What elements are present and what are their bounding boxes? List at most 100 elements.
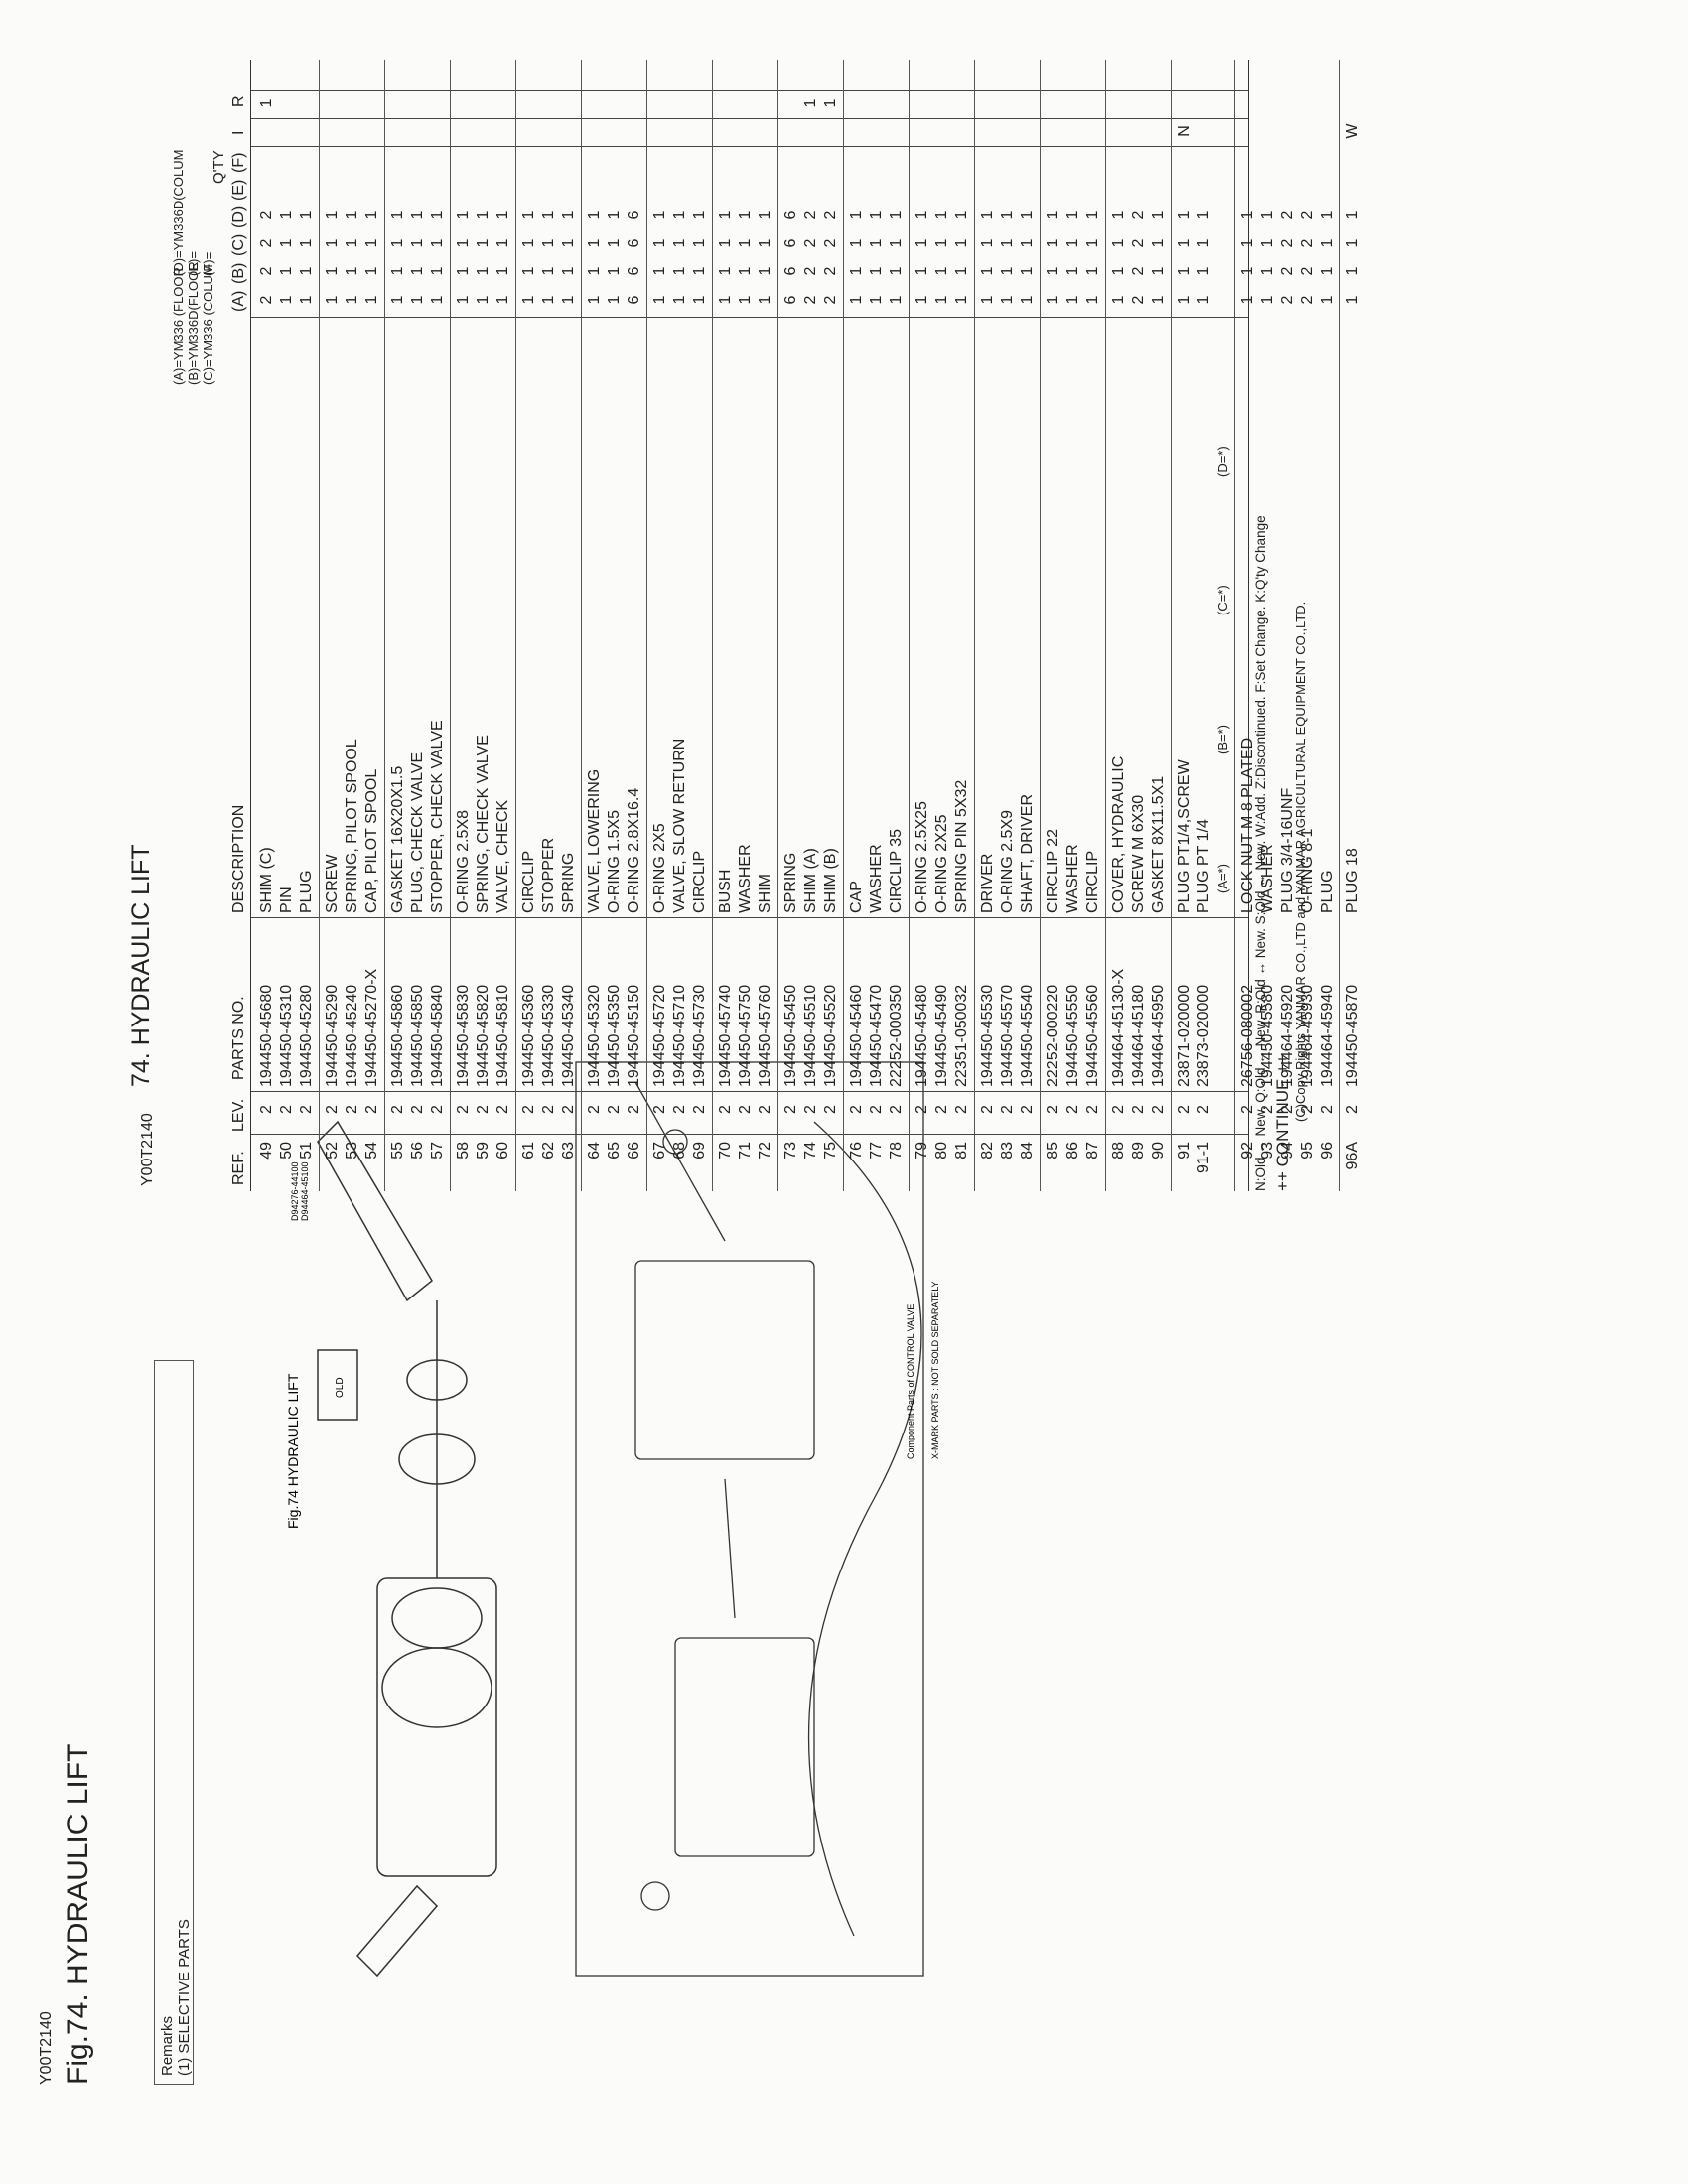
cell-b: 2 [822, 266, 839, 276]
subnote-a: (A=*) [1215, 864, 1230, 893]
cell-a: 1 [999, 295, 1016, 305]
group-separator [581, 60, 582, 1191]
cell-c: 1 [914, 238, 930, 248]
cell-part: 23873-020000 [1196, 984, 1212, 1087]
cell-a: 1 [1196, 295, 1212, 305]
cell-d: 1 [409, 210, 426, 220]
cell-d: 1 [691, 210, 708, 220]
cell-part: 194450-45150 [626, 984, 642, 1087]
cell-part: 194450-45310 [278, 984, 295, 1087]
cell-d: 1 [344, 210, 360, 220]
cell-lev: 2 [409, 1105, 426, 1114]
cell-a: 1 [1176, 295, 1193, 305]
cell-desc: PLUG, CHECK VALVE [409, 751, 426, 913]
cell-a: 1 [494, 295, 511, 305]
cell-part: 194464-45940 [1319, 984, 1336, 1087]
cell-part: 194450-45330 [540, 984, 557, 1087]
cell-c: 1 [1239, 238, 1256, 248]
cell-lev: 2 [1110, 1105, 1127, 1114]
model-legend-left: (A)=YM336 (FLOOR (B)=YM336D(FLOOR (C)=YM… [171, 261, 215, 385]
cell-c: 1 [757, 238, 774, 248]
cell-part: 194450-45560 [1084, 984, 1101, 1087]
cell-ref: 58 [455, 1142, 472, 1160]
subnote-b: (B=*) [1215, 725, 1230, 754]
cell-d: 1 [520, 210, 537, 220]
cell-desc: SHAFT, DRIVER [1019, 793, 1036, 913]
group-separator [712, 60, 713, 1191]
group-separator [1040, 60, 1041, 1191]
cell-d: 1 [363, 210, 380, 220]
cell-d: 1 [868, 210, 885, 220]
cell-desc: SCREW [324, 854, 341, 913]
cell-b: 2 [1130, 266, 1147, 276]
cell-a: 1 [1084, 295, 1101, 305]
cell-i: W [1344, 123, 1361, 139]
header-desc: DESCRIPTION [230, 804, 247, 913]
cell-part: 194450-45850 [409, 984, 426, 1087]
cell-b: 1 [409, 266, 426, 276]
header-i: I [230, 130, 247, 135]
cell-ref: 68 [671, 1142, 688, 1160]
cell-part: 194450-45240 [344, 984, 360, 1087]
cell-ref: 55 [389, 1142, 406, 1160]
header-f: (F) [230, 152, 247, 173]
cell-b: 1 [868, 266, 885, 276]
header-lev: LEV. [230, 1098, 247, 1132]
cell-ref: 59 [475, 1142, 492, 1160]
cell-ref: 72 [757, 1142, 774, 1160]
cell-a: 1 [606, 295, 623, 305]
cell-a: 1 [979, 295, 996, 305]
cell-ref: 73 [782, 1142, 799, 1160]
cell-a: 1 [344, 295, 360, 305]
cell-desc: CIRCLIP 35 [888, 828, 905, 913]
group-separator [974, 60, 975, 1191]
cell-d: 1 [1239, 210, 1256, 220]
cell-a: 1 [953, 295, 970, 305]
cell-lev: 2 [626, 1105, 642, 1114]
cell-b: 1 [979, 266, 996, 276]
cell-lev: 2 [868, 1105, 885, 1114]
cell-b: 1 [1259, 266, 1276, 276]
cell-c: 1 [999, 238, 1016, 248]
cell-lev: 2 [1064, 1105, 1081, 1114]
cell-c: 2 [802, 238, 819, 248]
cell-c: 1 [848, 238, 865, 248]
cell-desc: VALVE, CHECK [494, 799, 511, 913]
cell-b: 1 [1084, 266, 1101, 276]
serial-2: D94464-45100 [300, 1161, 310, 1221]
cell-desc: GASKET 8X11.5X1 [1150, 775, 1167, 913]
cell-lev: 2 [1019, 1105, 1036, 1114]
cell-ref: 83 [999, 1142, 1016, 1160]
cell-lev: 2 [258, 1105, 275, 1114]
cell-c: 1 [1150, 238, 1167, 248]
cell-part: 194450-45730 [691, 984, 708, 1087]
cell-part: 194450-45340 [560, 984, 577, 1087]
cell-desc: O-RING 1.5X5 [606, 809, 623, 913]
cell-desc: SHIM (A) [802, 848, 819, 913]
cell-c: 1 [737, 238, 754, 248]
cell-d: 1 [671, 210, 688, 220]
cell-d: 2 [1299, 210, 1316, 220]
cell-a: 1 [298, 295, 315, 305]
cell-d: 1 [717, 210, 734, 220]
cell-ref: 52 [324, 1142, 341, 1160]
cell-lev: 2 [475, 1105, 492, 1114]
remarks-box: Remarks (1) SELECTIVE PARTS [154, 1360, 194, 2085]
cell-d: 1 [979, 210, 996, 220]
cell-a: 1 [651, 295, 668, 305]
cell-ref: 61 [520, 1142, 537, 1160]
cell-part: 194450-45470 [868, 984, 885, 1087]
cell-ref: 76 [848, 1142, 865, 1160]
cell-ref: 95 [1299, 1142, 1316, 1160]
cell-b: 1 [671, 266, 688, 276]
